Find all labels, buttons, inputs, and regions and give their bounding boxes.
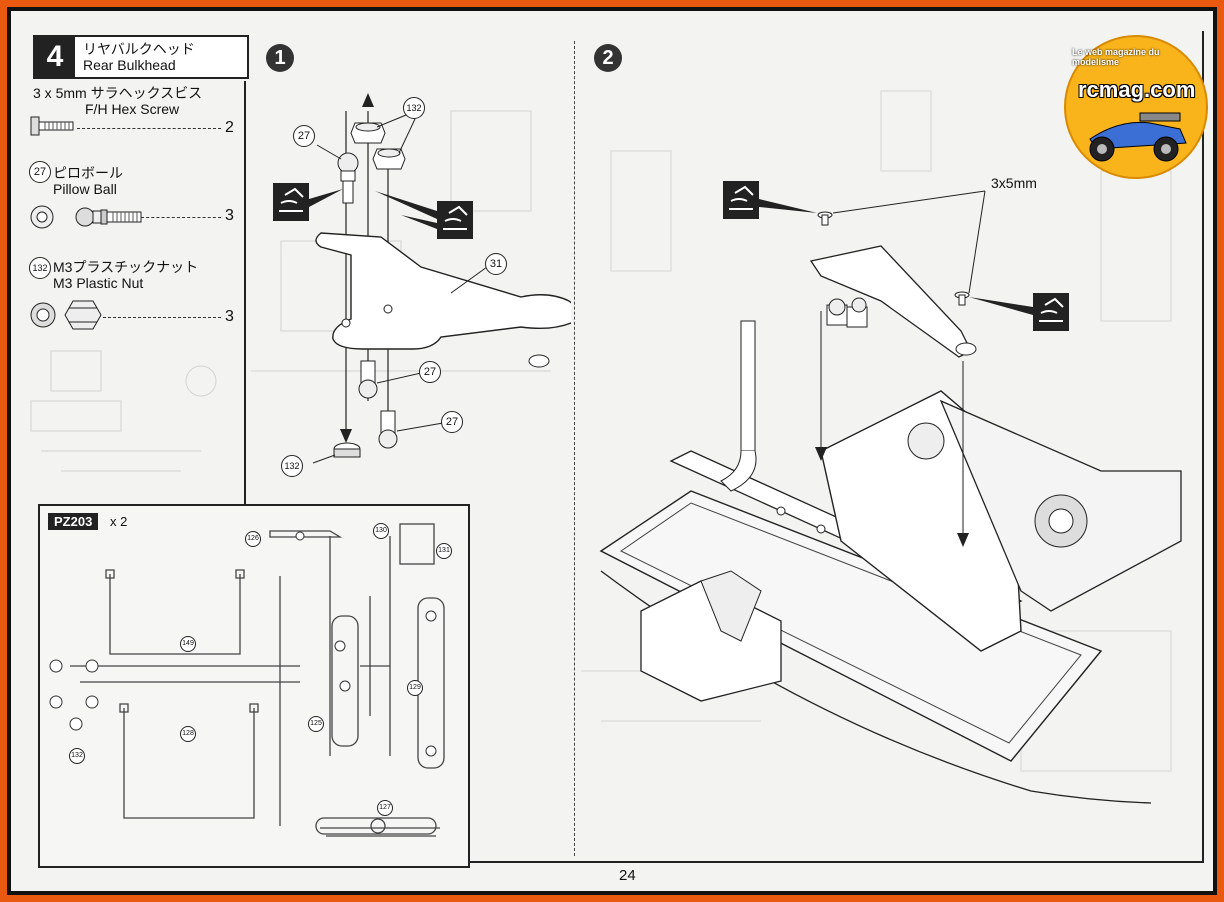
callout-132: 132 [403,97,425,119]
part-screw-count: 2 [225,119,234,136]
step-title-jp: リヤバルクヘッド [83,41,195,57]
qty-leader [77,128,221,129]
part-132-number: 132 [29,257,51,279]
pillow-ball-icon [30,205,142,229]
page-number: 24 [619,867,636,884]
page-frame: 4 リヤバルクヘッド Rear Bulkhead 3 x 5mm サラヘックスビ… [7,7,1217,895]
callout-27: 27 [293,125,315,147]
rcmag-logo: Le web magazine du modelisme rcmag.com [1064,35,1208,179]
step-title-en: Rear Bulkhead [83,57,176,73]
screw-size-label: 3x5mm [991,175,1037,191]
diagram-1-rear-bulkhead-assembly [251,93,571,464]
right-rule [1202,31,1204,862]
part-nut-jp: M3プラスチックナット [53,259,199,275]
callout-27: 27 [441,411,463,433]
step-number: 4 [35,37,75,77]
sprue-label-128: 128 [180,722,196,742]
callout-31: 31 [485,253,507,275]
diagram-2-chassis-assembly [581,90,1182,804]
sprue-label-132: 132 [69,744,85,764]
part-nut-en: M3 Plastic Nut [53,275,144,291]
callout-132: 132 [281,455,303,477]
substep-divider [574,41,575,856]
sprue-label-129: 129 [407,676,423,696]
column-divider [244,81,246,861]
part-pillow-ball-jp: ピロボール [53,165,123,181]
callout-27: 27 [419,361,441,383]
sprue-drawing [49,523,445,837]
flat-head-screw-icon [30,116,74,136]
parts-tree-pz203: PZ203 x 2 [38,504,470,868]
part-screw-label-en: F/H Hex Screw [85,101,180,117]
sprue-label-130: 130 [373,519,389,539]
manual-page: 4 リヤバルクヘッド Rear Bulkhead 3 x 5mm サラヘックスビ… [11,11,1213,891]
sprue-label-126: 126 [245,527,261,547]
bottom-rule [244,861,1204,863]
parts-tree-code: PZ203 [48,513,99,530]
logo-tagline: Le web magazine du modelisme [1072,47,1160,67]
qty-leader [103,317,221,318]
part-nut-count: 3 [225,308,234,325]
substep-2-marker: 2 [594,44,622,72]
substep-1-marker: 1 [266,44,294,72]
step-header: 4 リヤバルクヘッド Rear Bulkhead [33,35,249,79]
part-pillow-ball-count: 3 [225,207,234,224]
sprue-label-149: 149 [180,632,196,652]
part-27-number: 27 [29,161,51,183]
part-screw-label-jp: 3 x 5mm サラヘックスビス [33,85,203,101]
bleed-through-ghost [30,350,217,472]
part-pillow-ball-en: Pillow Ball [53,181,117,197]
parts-tree-quantity: x 2 [110,514,128,529]
sprue-label-131: 131 [436,539,452,559]
logo-text: rcmag.com [1078,77,1196,102]
rc-car-icon [1089,112,1187,162]
sprue-label-127: 127 [377,796,393,816]
qty-leader [141,217,221,218]
plastic-nut-icon [30,300,102,330]
sprue-label-125: 125 [308,712,324,732]
